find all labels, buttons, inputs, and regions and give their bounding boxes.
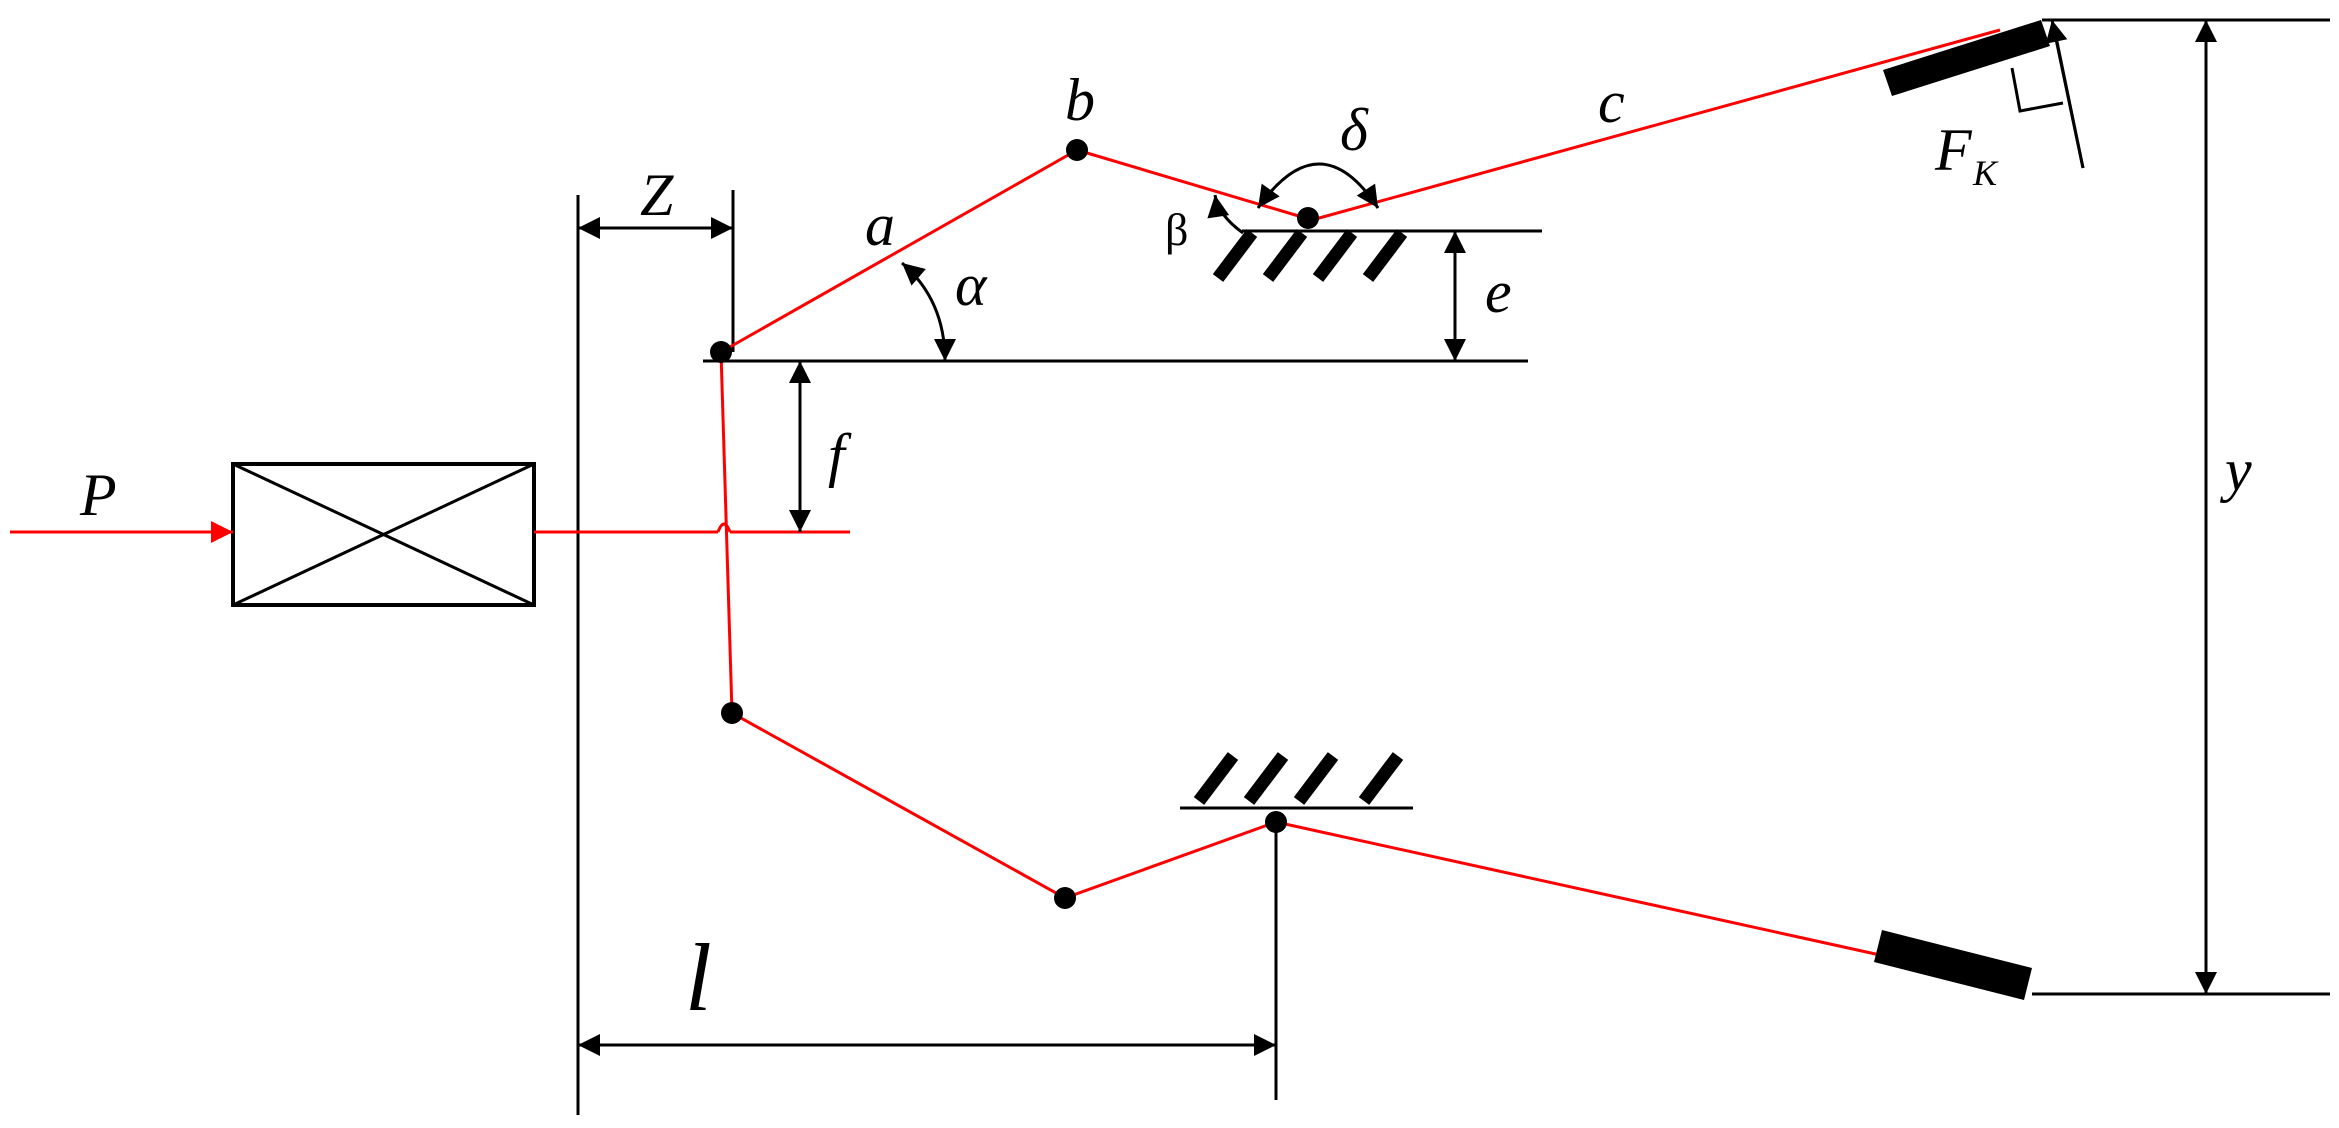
label-F: F	[1934, 117, 1973, 183]
label-e: e	[1485, 259, 1512, 325]
label-P: P	[79, 462, 117, 528]
beta-angle-arc	[1207, 194, 1244, 235]
link-a	[720, 148, 1078, 354]
lower-jaw-arm	[1275, 820, 1881, 957]
label-c: c	[1598, 69, 1625, 135]
pivot-lower-middle	[1054, 887, 1076, 909]
labels: P Z a b c δ β α e f F K y l	[79, 67, 2252, 1031]
lower-jaw-pad	[1874, 930, 2032, 1000]
pivot-b	[1066, 139, 1088, 161]
upper-jaw-pad	[1883, 20, 2050, 96]
pivot-points	[710, 139, 1319, 909]
label-y: y	[2219, 437, 2252, 503]
pivot-driver-top	[710, 341, 732, 363]
label-b: b	[1065, 67, 1095, 133]
label-beta: β	[1165, 204, 1188, 255]
right-angle-marker	[2010, 67, 2064, 113]
force-fk-arrow	[2045, 19, 2085, 169]
pivot-upper-ground	[1297, 207, 1319, 229]
label-K: K	[1972, 153, 1999, 193]
label-l: l	[685, 924, 712, 1031]
actuator-rod-crossover	[716, 522, 732, 533]
label-Z: Z	[640, 162, 674, 228]
linkage	[10, 28, 2001, 957]
lower-link-1	[731, 711, 1066, 900]
label-f: f	[828, 422, 852, 488]
label-alpha: α	[955, 252, 988, 318]
driver-link-vertical	[719, 351, 734, 714]
construction-lines	[576, 18, 2330, 1115]
pivot-driver-bottom	[721, 702, 743, 724]
delta-angle-arc	[1256, 162, 1380, 209]
link-c-jaw	[1311, 28, 2001, 222]
lower-ground-hatch	[1193, 752, 1404, 805]
alpha-angle-arc	[901, 261, 956, 362]
dimension-arrows	[578, 19, 2217, 1056]
pivot-lower-ground	[1265, 811, 1287, 833]
actuator-box	[231, 462, 536, 607]
label-delta: δ	[1340, 97, 1369, 163]
lower-link-2	[1064, 820, 1277, 900]
link-b	[1076, 148, 1313, 222]
label-a: a	[865, 192, 895, 258]
upper-ground-hatch	[1212, 229, 1408, 282]
